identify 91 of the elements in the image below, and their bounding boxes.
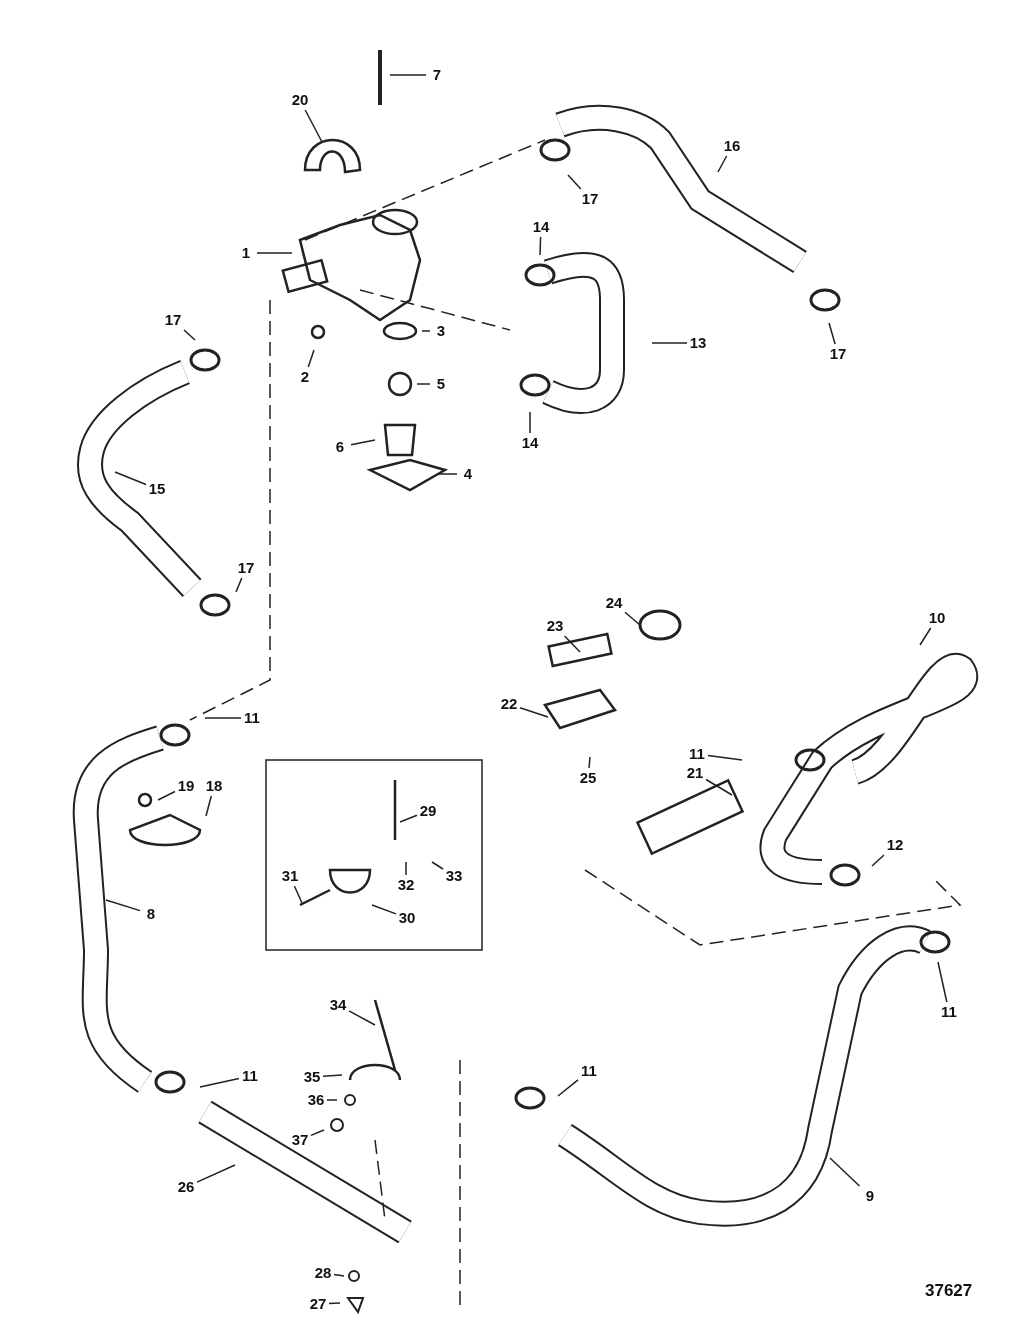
leader-line: [371, 904, 397, 915]
callout-number: 34: [328, 996, 348, 1014]
leader-line: [326, 1099, 338, 1101]
callout-number: 14: [531, 218, 551, 236]
leader-line: [828, 322, 836, 345]
leader-line: [588, 756, 591, 769]
callout-number: 12: [885, 836, 905, 854]
leader-line: [256, 252, 293, 254]
callout-number: 35: [302, 1068, 322, 1086]
leader-line: [421, 330, 431, 332]
callout-number: 32: [396, 876, 416, 894]
leader-line: [416, 383, 431, 385]
leader-line: [348, 1010, 376, 1026]
leader-line: [307, 349, 315, 368]
leader-line: [405, 861, 407, 876]
callout-number: 11: [579, 1062, 599, 1080]
callout-number: 4: [458, 465, 478, 483]
leader-line: [293, 885, 303, 904]
callout-number: 11: [242, 709, 262, 727]
callout-number: 7: [427, 66, 447, 84]
figure-number: 37627: [925, 1282, 973, 1300]
callout-number: 18: [204, 777, 224, 795]
callout-number: 3: [431, 322, 451, 340]
leader-line: [431, 861, 444, 870]
leader-line: [204, 717, 242, 719]
callout-number: 21: [685, 764, 705, 782]
callout-number: 17: [236, 559, 256, 577]
leader-line: [937, 961, 948, 1003]
callout-number: 22: [499, 695, 519, 713]
leader-line: [717, 155, 728, 173]
leader-line: [519, 706, 549, 718]
leader-line: [105, 899, 141, 912]
callout-number: 36: [306, 1091, 326, 1109]
leader-line: [114, 471, 147, 486]
callout-number: 19: [176, 777, 196, 795]
leader-line: [304, 109, 323, 143]
leader-line: [557, 1079, 579, 1097]
leader-line: [529, 411, 531, 434]
callout-number: 17: [828, 345, 848, 363]
leader-line: [707, 754, 743, 761]
leader-line: [196, 1164, 236, 1183]
leader-line: [235, 577, 243, 593]
leader-line: [563, 635, 581, 653]
leader-line: [919, 627, 932, 646]
leader-line: [624, 611, 641, 626]
leader-line: [350, 439, 376, 446]
leader-line: [199, 1077, 240, 1088]
callout-number: 14: [520, 434, 540, 452]
leader-line: [705, 778, 733, 796]
callout-number: 11: [687, 745, 707, 763]
leader-line: [310, 1129, 325, 1137]
callout-number: 9: [860, 1187, 880, 1205]
leader-line: [436, 473, 458, 475]
leader-line: [539, 236, 542, 256]
callout-number: 20: [290, 91, 310, 109]
leader-line: [157, 790, 176, 801]
callout-number: 24: [604, 594, 624, 612]
callout-number: 1: [236, 244, 256, 262]
callout-number: 10: [927, 609, 947, 627]
callout-number: 6: [330, 438, 350, 456]
callout-number: 27: [308, 1295, 328, 1313]
leader-line: [328, 1302, 341, 1305]
leader-line: [567, 174, 582, 190]
leader-line: [322, 1074, 343, 1078]
callout-number: 11: [939, 1003, 959, 1021]
callout-number: 31: [280, 867, 300, 885]
callout-number: 2: [295, 368, 315, 386]
callout-number: 17: [580, 190, 600, 208]
callout-number: 17: [163, 311, 183, 329]
callout-number: 15: [147, 480, 167, 498]
callout-number: 5: [431, 375, 451, 393]
callout-number: 37: [290, 1131, 310, 1149]
leader-line: [651, 342, 688, 344]
leader-line: [399, 814, 418, 823]
callout-number: 30: [397, 909, 417, 927]
leader-line: [829, 1157, 861, 1187]
leader-line: [205, 795, 213, 817]
leader-line: [333, 1273, 345, 1277]
callout-number: 25: [578, 769, 598, 787]
callout-number: 11: [240, 1067, 260, 1085]
callout-number: 8: [141, 905, 161, 923]
callout-number: 16: [722, 137, 742, 155]
leader-line: [183, 329, 196, 341]
callout-number: 29: [418, 802, 438, 820]
leader-line: [871, 854, 885, 867]
callout-number: 28: [313, 1264, 333, 1282]
callout-number: 33: [444, 867, 464, 885]
callout-number: 13: [688, 334, 708, 352]
callout-number: 26: [176, 1178, 196, 1196]
callout-number: 23: [545, 617, 565, 635]
leader-line: [389, 74, 427, 76]
